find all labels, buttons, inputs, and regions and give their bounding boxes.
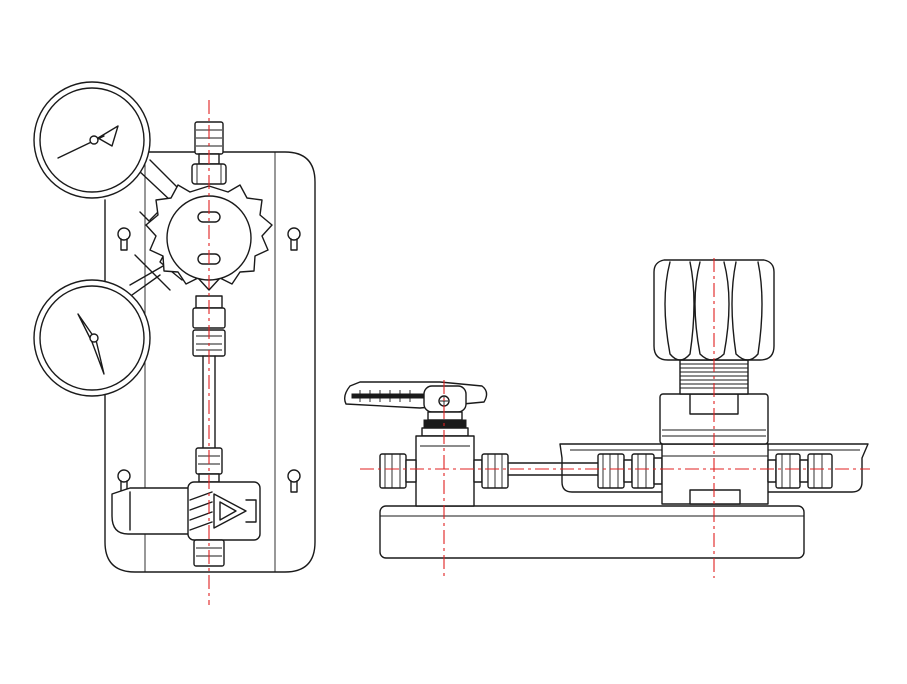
side-fitting-mid — [473, 453, 509, 489]
mounting-panel — [104, 151, 316, 573]
keyhole-slot-top-right — [287, 227, 301, 251]
front-view — [33, 81, 316, 605]
pressure-gauge-upper — [33, 81, 151, 199]
connecting-tube — [202, 355, 216, 449]
side-fitting-regulator-outlet — [767, 453, 833, 489]
gauge-needle-lower — [77, 313, 105, 375]
base-plate — [379, 505, 805, 559]
ball-valve-lever-side — [343, 381, 488, 413]
valve-direction-arrow — [213, 493, 247, 529]
side-tube — [507, 462, 599, 476]
pressure-gauge-lower — [33, 279, 151, 397]
side-view — [343, 258, 870, 578]
keyhole-slot-bottom-right — [287, 469, 301, 493]
keyhole-slot-top-left — [117, 227, 131, 251]
regulator-body-side — [661, 443, 769, 505]
side-fitting-regulator-inlet — [597, 453, 663, 489]
ball-valve-body-side — [415, 411, 475, 507]
gauge-needle-upper — [57, 125, 119, 159]
side-fitting-left — [379, 453, 417, 489]
ball-valve-front — [111, 481, 261, 541]
